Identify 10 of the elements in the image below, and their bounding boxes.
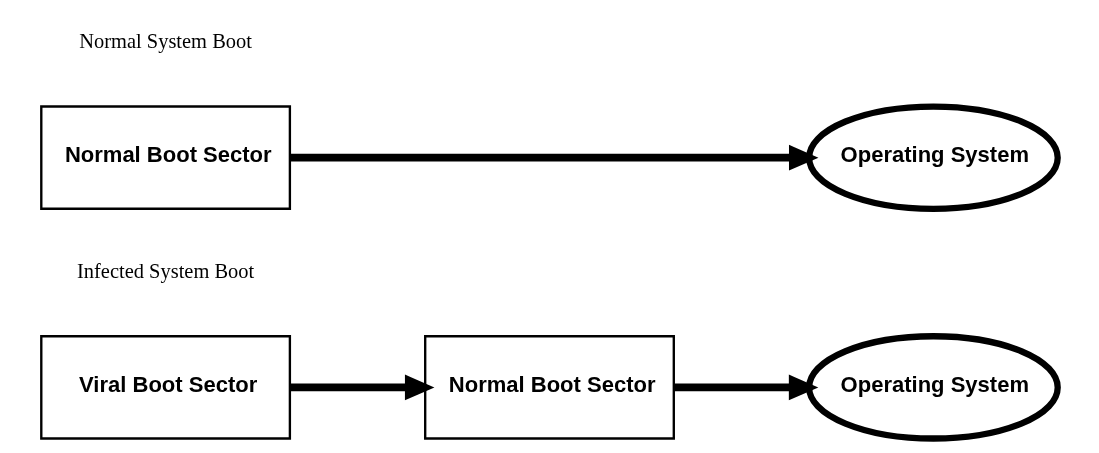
- arrow: [290, 374, 435, 401]
- node-box: Viral Boot Sector: [40, 335, 292, 440]
- node-box: Normal Boot Sector: [40, 105, 292, 210]
- label: Infected System Boot: [77, 259, 255, 282]
- arrow: [674, 374, 819, 401]
- arrow: [290, 144, 819, 171]
- label: Normal System Boot: [79, 30, 252, 53]
- node-box: Normal Boot Sector: [424, 335, 675, 440]
- node-ellipse: Operating System: [805, 103, 1061, 212]
- node-ellipse: Operating System: [805, 333, 1061, 442]
